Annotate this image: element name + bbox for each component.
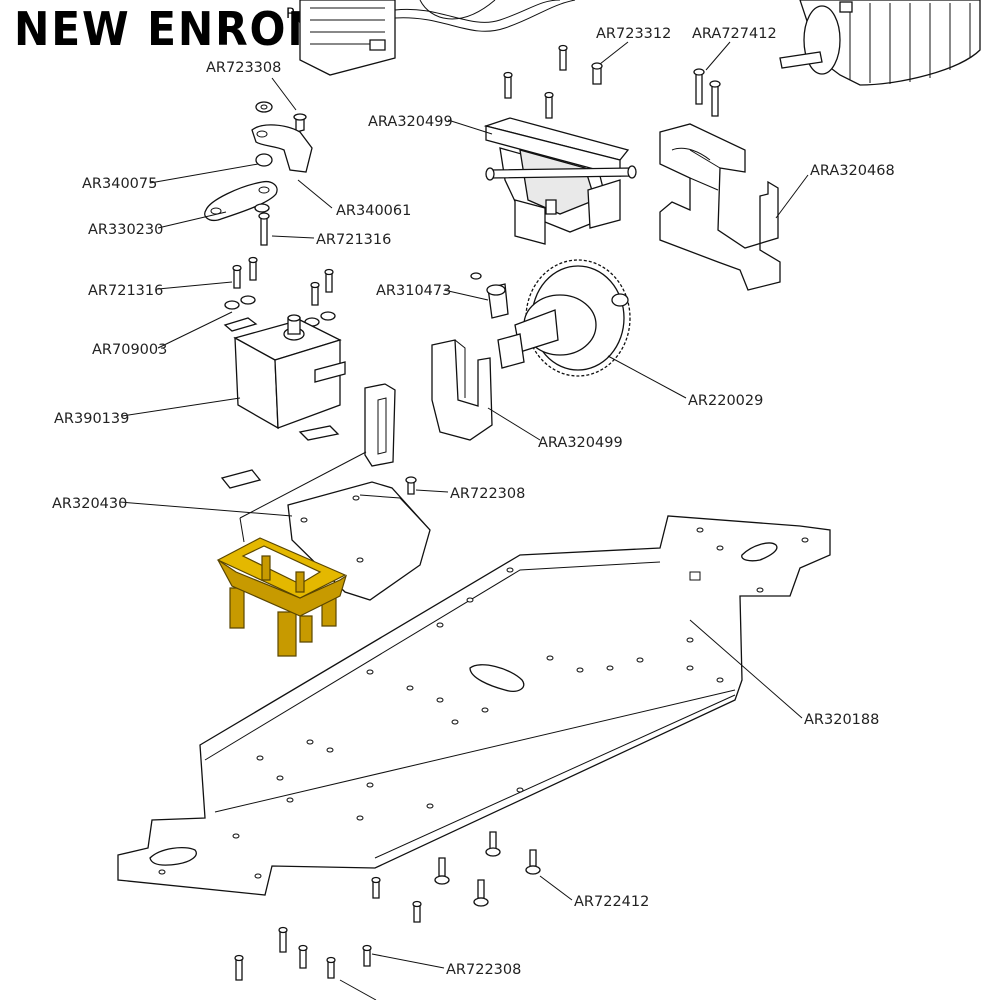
label-ar320188: AR320188 bbox=[804, 712, 879, 728]
label-ar721316-a: AR721316 bbox=[316, 232, 391, 248]
brand-logo: NEW ENRON bbox=[14, 2, 325, 56]
chassis-plate-drawing bbox=[117, 515, 831, 896]
motor-mount-drawing bbox=[659, 68, 781, 291]
servo-horn-parts bbox=[204, 101, 313, 246]
label-ar340061: AR340061 bbox=[336, 203, 411, 219]
label-ar330230: AR330230 bbox=[88, 222, 163, 238]
label-ara727412: ARA727412 bbox=[692, 26, 777, 42]
label-ar340075: AR340075 bbox=[82, 176, 157, 192]
label-ar723308-top: AR723308 bbox=[206, 60, 281, 76]
servo-drawing bbox=[220, 314, 346, 489]
label-ar721316-b: AR721316 bbox=[88, 283, 163, 299]
label-ar709003: AR709003 bbox=[92, 342, 167, 358]
diff-mount-lower-drawing bbox=[364, 339, 493, 467]
label-ar723312: AR723312 bbox=[596, 26, 671, 42]
spur-gear-diff-drawing bbox=[470, 259, 631, 377]
label-ar722308-mid: AR722308 bbox=[450, 486, 525, 502]
label-ar722412: AR722412 bbox=[574, 894, 649, 910]
esc-unit-drawing bbox=[299, 0, 576, 76]
label-ar320430: AR320430 bbox=[52, 496, 127, 512]
bottom-screws bbox=[234, 831, 541, 981]
label-ara320499-mid: ARA320499 bbox=[538, 435, 623, 451]
label-ara320499-top: ARA320499 bbox=[368, 114, 453, 130]
servo-screws bbox=[224, 256, 336, 327]
diff-mount-top-drawing bbox=[483, 44, 637, 245]
label-ar220029: AR220029 bbox=[688, 393, 763, 409]
label-ar722308-bot: AR722308 bbox=[446, 962, 521, 978]
label-ar310473: AR310473 bbox=[376, 283, 451, 299]
label-ara320468: ARA320468 bbox=[810, 163, 895, 179]
label-ar390139: AR390139 bbox=[54, 411, 129, 427]
part-labels: AR723308 AR723312 ARA727412 ARA320499 AR… bbox=[52, 26, 895, 978]
registered-mark: R bbox=[286, 6, 296, 22]
leader-lines bbox=[119, 41, 809, 1000]
motor-drawing bbox=[779, 0, 981, 86]
highlighted-servo-mount bbox=[216, 537, 348, 657]
